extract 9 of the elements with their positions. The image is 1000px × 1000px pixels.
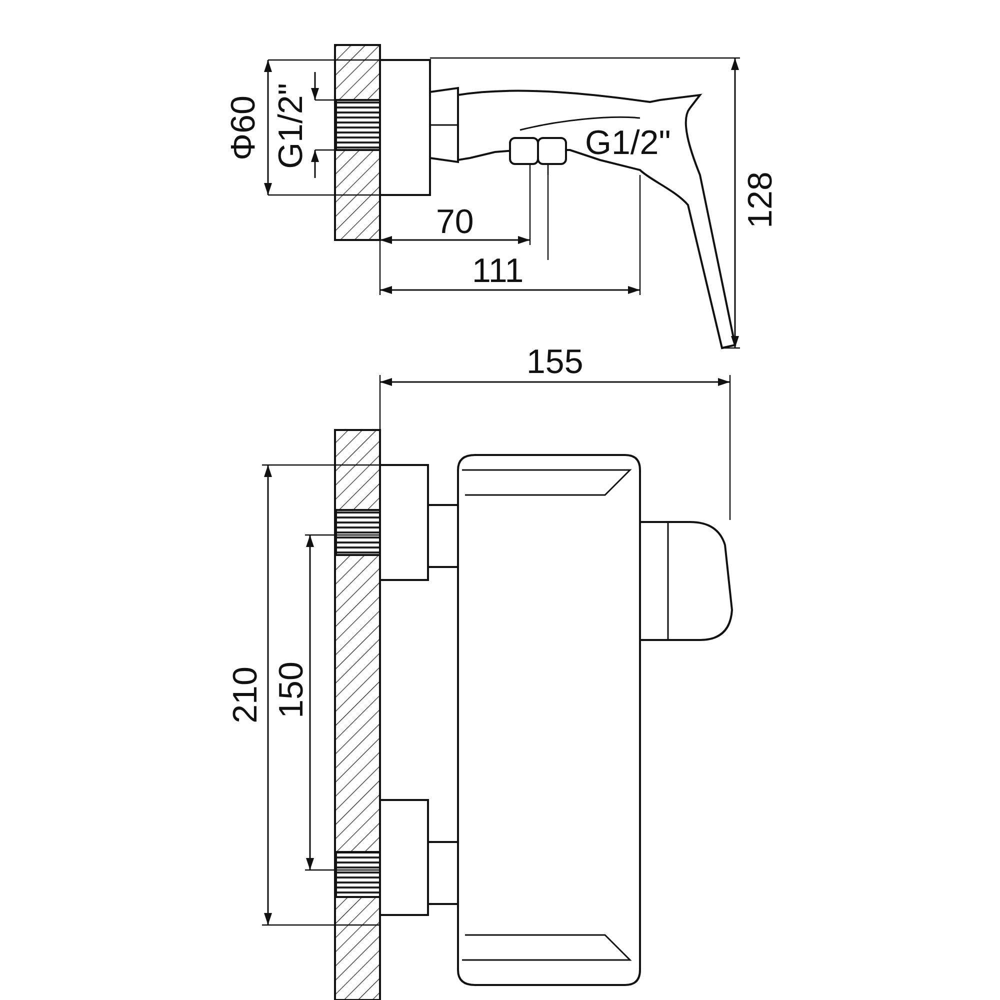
dimension-label: 128 — [742, 172, 777, 228]
dimension-label: G1/2" — [274, 83, 308, 169]
dimension-label: 70 — [436, 205, 474, 239]
dimension-label: 150 — [274, 662, 308, 718]
dimension-label: 210 — [228, 666, 262, 724]
dimension-label: 111 — [472, 254, 524, 288]
dimension-label: Φ60 — [226, 96, 260, 160]
dimension-label: 155 — [526, 345, 584, 379]
dimension-label: G1/2" — [585, 126, 671, 160]
